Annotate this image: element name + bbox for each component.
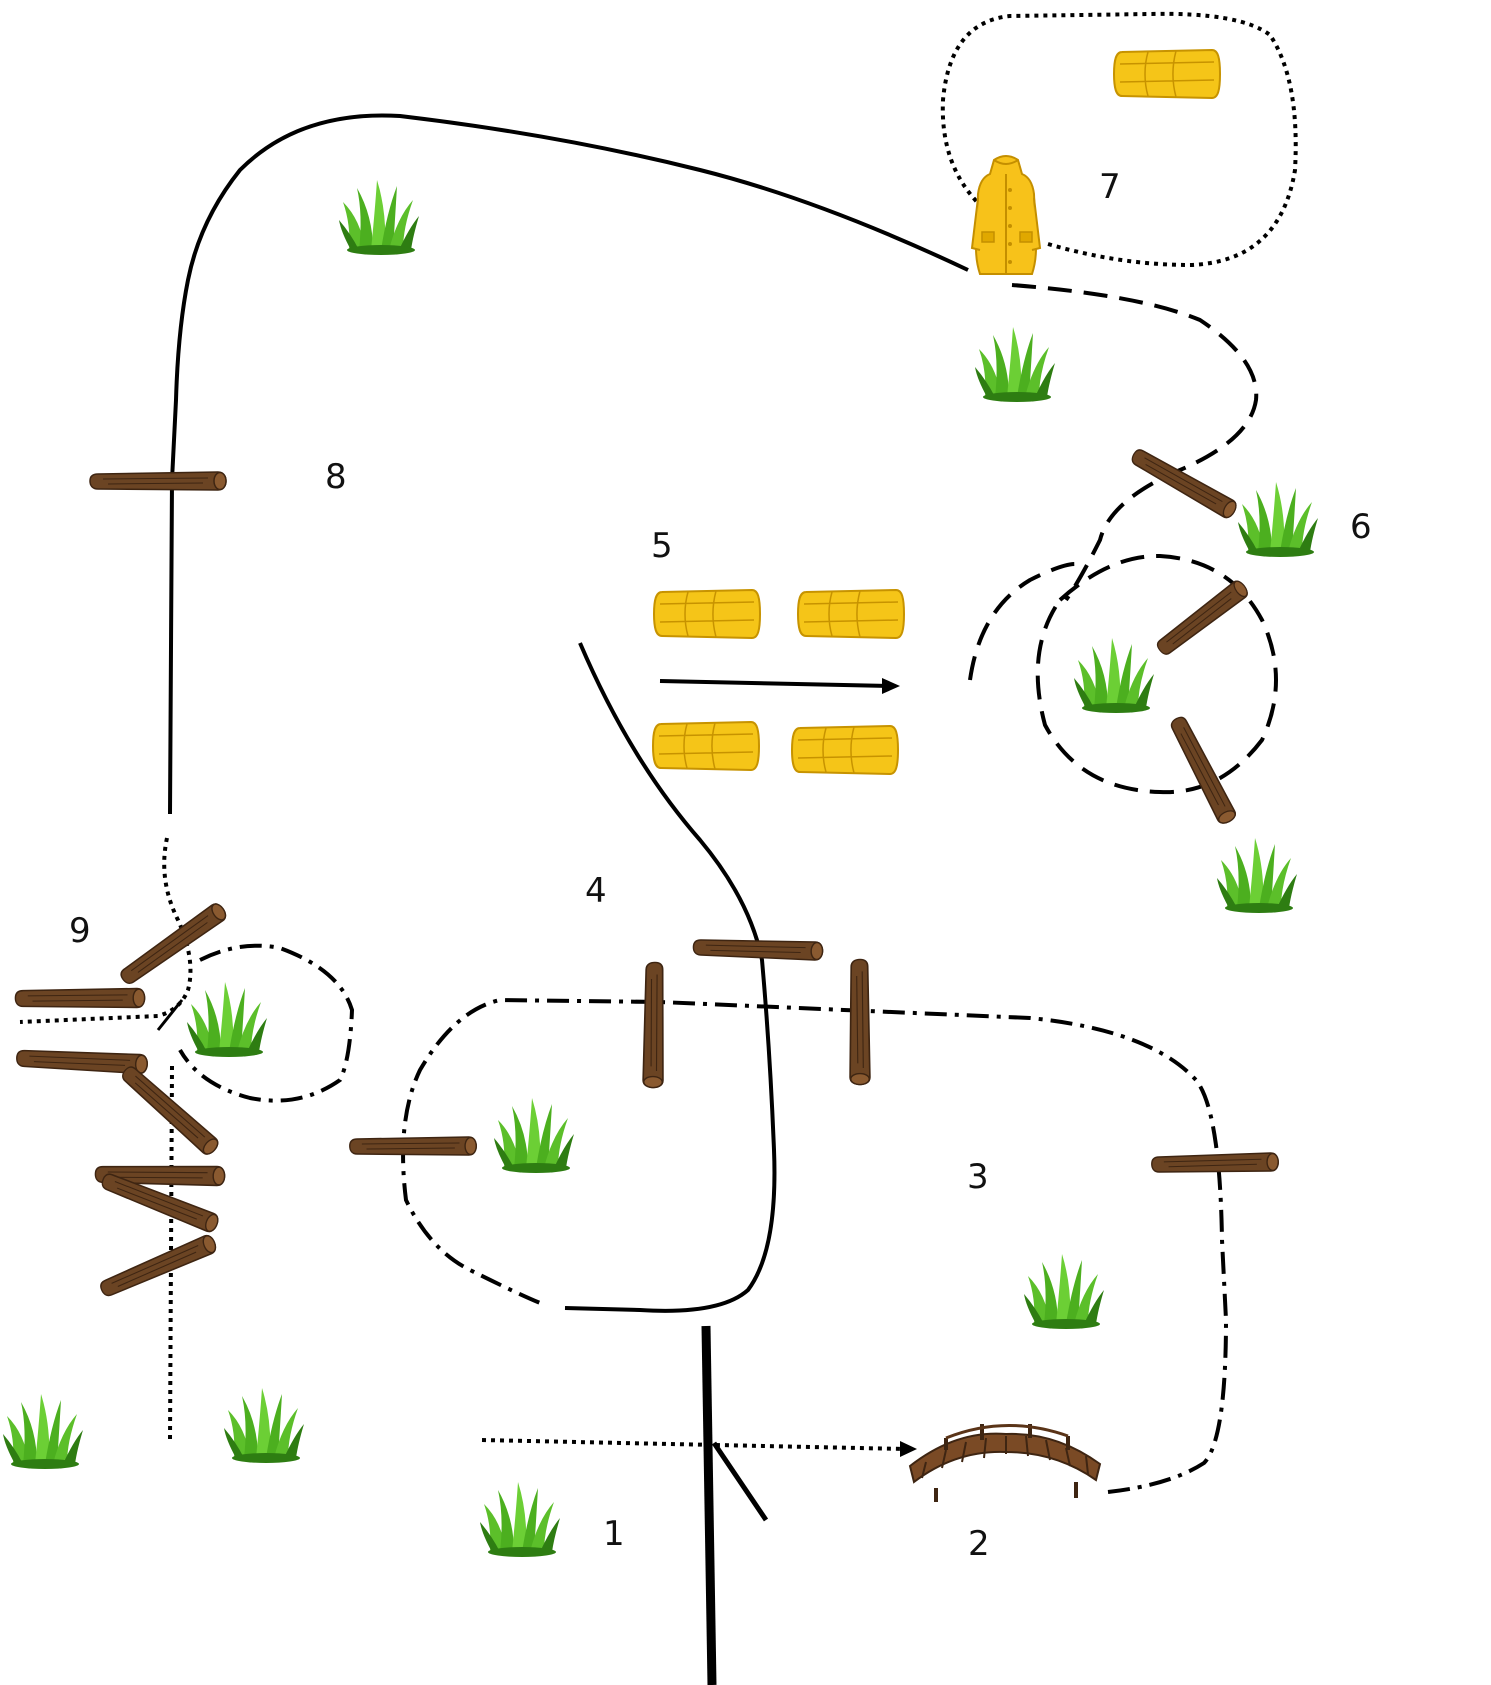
log-icon xyxy=(849,958,871,1086)
grass-tuft-icon xyxy=(1217,838,1297,913)
station-label-9: 9 xyxy=(69,911,91,951)
arrowhead-icon xyxy=(900,1441,917,1457)
log-icon xyxy=(1153,577,1251,659)
station-label-7: 7 xyxy=(1099,167,1121,207)
log-icon xyxy=(89,471,227,491)
hay-bale-icon xyxy=(653,589,761,639)
path-5-arrow xyxy=(659,679,891,688)
path-6-dashed-link xyxy=(1011,283,1259,602)
grass-tuft-icon xyxy=(1074,638,1154,713)
log-icon xyxy=(349,1136,477,1156)
grass-tuft-icon xyxy=(224,1388,304,1463)
hay-bale-icon xyxy=(1113,49,1221,99)
log-icon xyxy=(642,961,666,1089)
grass-tuft-icon xyxy=(1024,1254,1104,1329)
wooden-bridge-icon xyxy=(908,1424,1102,1502)
log-icon xyxy=(692,937,824,961)
arrowhead-icon xyxy=(882,678,900,694)
post-1 xyxy=(701,1325,717,1685)
station-label-3: 3 xyxy=(967,1157,989,1197)
grass-tuft-icon xyxy=(494,1098,574,1173)
post-1-brace xyxy=(711,1441,769,1522)
path-1-dotted-arrow xyxy=(481,1438,906,1451)
path-6-dashed-entry xyxy=(968,562,1081,681)
station-label-2: 2 xyxy=(968,1524,990,1564)
path-3-dashdot xyxy=(401,997,1229,1494)
log-icon xyxy=(1167,713,1239,827)
grass-tuft-icon xyxy=(975,327,1055,402)
hay-bale-icon xyxy=(652,721,760,771)
path-8-solid xyxy=(168,113,969,815)
log-icon xyxy=(1150,1152,1280,1174)
grass-tuft-icon xyxy=(339,180,419,255)
station-label-8: 8 xyxy=(325,457,347,497)
station-label-6: 6 xyxy=(1350,507,1372,547)
station-label-5: 5 xyxy=(651,526,673,566)
station-label-1: 1 xyxy=(603,1514,625,1554)
grass-tuft-icon xyxy=(1238,482,1318,557)
path-4-solid xyxy=(564,642,777,1313)
hay-bale-icon xyxy=(791,725,899,775)
grass-tuft-icon xyxy=(3,1394,83,1469)
hay-bale-icon xyxy=(797,589,905,639)
log-icon xyxy=(97,1232,219,1300)
log-icon xyxy=(14,987,146,1009)
path-9-dashdot-loop xyxy=(178,943,355,1103)
path-9-slash xyxy=(156,999,184,1031)
log-icon xyxy=(116,900,230,988)
path-9-dotted-curve xyxy=(19,837,193,1024)
grass-tuft-icon xyxy=(187,982,267,1057)
path-7-dotted-loop xyxy=(940,11,1298,268)
grass-tuft-icon xyxy=(480,1482,560,1557)
path-6-dashed-circle xyxy=(1035,553,1278,795)
station-label-4: 4 xyxy=(585,871,607,911)
log-icon xyxy=(1128,445,1240,521)
raincoat-icon xyxy=(970,155,1042,275)
